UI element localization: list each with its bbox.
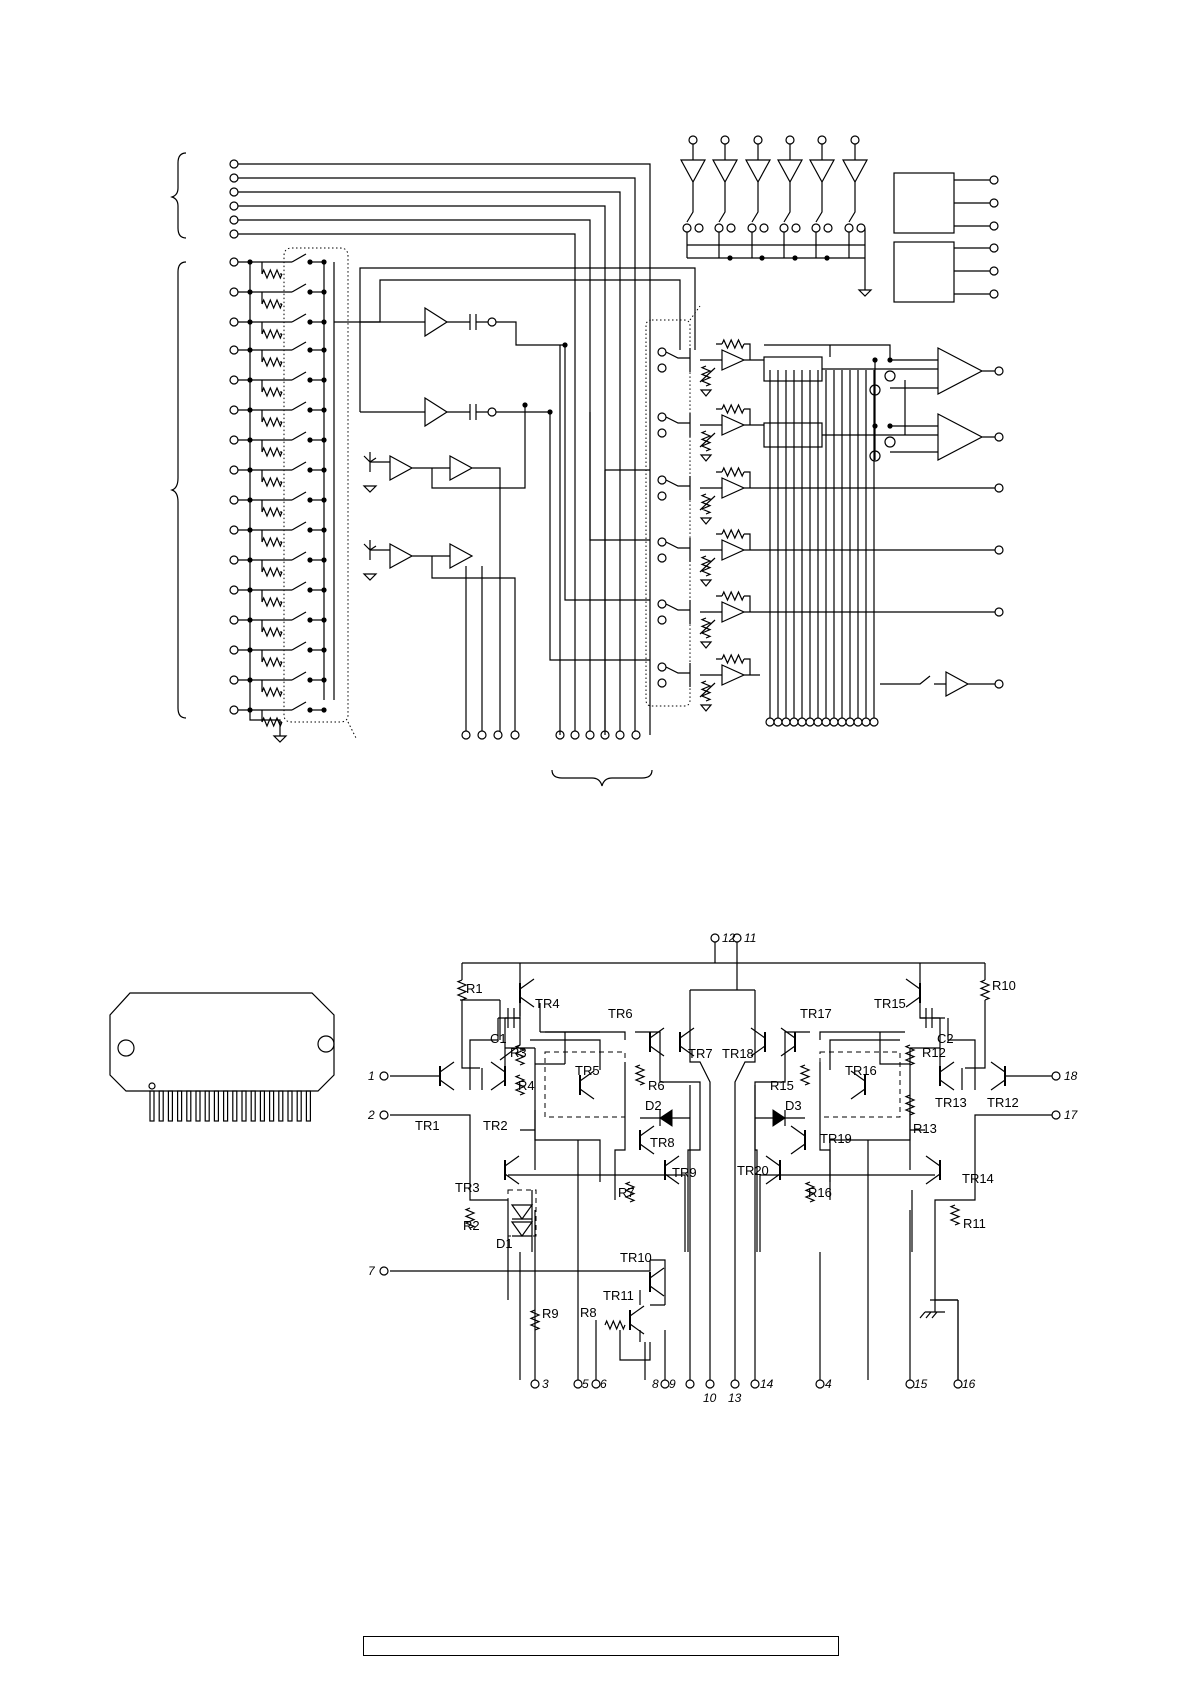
ic-package-outline [110,993,334,1121]
pot-amp-2 [364,540,515,735]
label-tr5: TR5 [575,1063,600,1078]
pot-amp-1 [364,405,525,735]
label-r6: R6 [648,1078,665,1093]
output-buffer [880,672,1003,696]
pin-labels: 1 2 7 18 17 3 5 6 8 9 10 13 14 4 15 16 [367,1069,1079,1405]
mux-box-2 [764,423,822,447]
output-channels [658,340,1003,726]
label-tr16: TR16 [845,1063,877,1078]
label-r7: R7 [618,1185,635,1200]
label-tr1: TR1 [415,1118,440,1133]
label-r12: R12 [922,1045,946,1060]
brace-lower [172,262,186,718]
pin-2-label: 2 [367,1108,375,1122]
buffer-2 [360,398,550,426]
pin-7-label: 7 [368,1264,376,1278]
block-diagram [172,136,1003,786]
pin-1-label: 1 [368,1069,375,1083]
label-r4: R4 [518,1078,535,1093]
label-tr15: TR15 [874,996,906,1011]
label-r15: R15 [770,1078,794,1093]
label-c2: C2 [937,1031,954,1046]
pin-6-label: 6 [600,1377,607,1391]
label-r11: R11 [963,1216,986,1231]
label-tr19: TR19 [820,1131,852,1146]
pin-12-label: 12 [722,931,736,945]
pin-17-label: 17 [1064,1108,1079,1122]
package-pins [150,1091,310,1121]
label-tr8: TR8 [650,1135,675,1150]
label-tr12: TR12 [987,1095,1019,1110]
selector-bank-outline [646,306,700,706]
label-tr18: TR18 [722,1046,754,1061]
pin-12-terminal [711,934,719,942]
pin-15-label: 15 [914,1377,928,1391]
label-tr10: TR10 [620,1250,652,1265]
label-d1: D1 [496,1236,513,1251]
block-box-upper [894,173,954,233]
brace-upper [172,153,186,238]
capacitor-c2 [920,1008,945,1028]
block-box-lower [894,242,954,302]
label-tr4: TR4 [535,996,560,1011]
diode-d1 [512,1205,532,1236]
power-amp-2 [938,414,1003,460]
label-tr7: TR7 [688,1046,713,1061]
pin-13-label: 13 [728,1391,742,1405]
label-tr3: TR3 [455,1180,480,1195]
pin-3-label: 3 [542,1377,549,1391]
pin-5-label: 5 [582,1377,589,1391]
label-tr13: TR13 [935,1095,967,1110]
equivalent-circuit: 12 11 [367,931,1079,1405]
top-buffer-row [681,136,871,296]
label-r1: R1 [466,981,483,996]
pin-11-label: 11 [744,931,756,945]
label-r3: R3 [510,1045,527,1060]
pin-4-label: 4 [825,1377,832,1391]
label-tr9: TR9 [672,1165,697,1180]
tr5-dashed-box [545,1052,625,1117]
label-c1: C1 [490,1031,507,1046]
label-tr17: TR17 [800,1006,832,1021]
label-r13: R13 [913,1121,937,1136]
label-r2: R2 [463,1218,480,1233]
label-r8: R8 [580,1305,597,1320]
pin-9-label: 9 [669,1377,676,1391]
bottom-bus-lines [462,342,650,739]
mux-box-1 [764,357,822,381]
lower-input-lines [230,254,695,742]
pin-14-label: 14 [760,1377,774,1391]
pin-10-label: 10 [703,1391,717,1405]
pin-8-label: 8 [652,1377,659,1391]
label-r9: R9 [542,1306,559,1321]
label-tr6: TR6 [608,1006,633,1021]
label-tr11: TR11 [603,1288,634,1303]
brace-bottom [552,770,652,786]
label-tr2: TR2 [483,1118,508,1133]
footer-text-box [363,1636,839,1656]
label-r10: R10 [992,978,1016,993]
buffer-1 [360,308,565,345]
label-r16: R16 [808,1185,832,1200]
transistor-symbols [440,979,1005,1334]
label-d2: D2 [645,1098,662,1113]
label-tr20: TR20 [737,1163,769,1178]
label-tr14: TR14 [962,1171,994,1186]
power-amp-1 [938,348,1003,394]
pin-16-label: 16 [962,1377,976,1391]
resistor-symbols [458,980,989,1330]
tr16-dashed-box [820,1052,900,1117]
label-d3: D3 [785,1098,802,1113]
pin-18-label: 18 [1064,1069,1078,1083]
box-terminals [954,176,998,298]
